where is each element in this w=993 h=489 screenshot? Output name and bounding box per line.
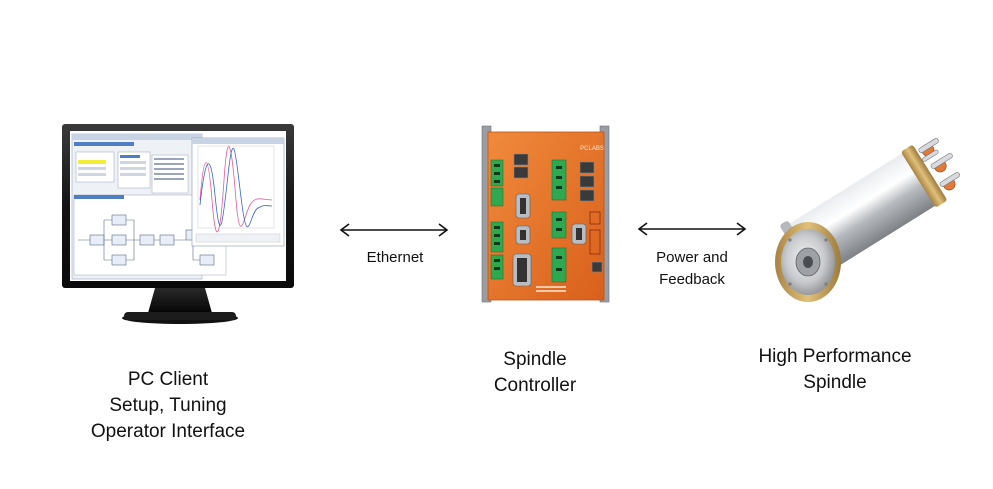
node-label-pc-client: PC Client Setup, Tuning Operator Interfa… — [58, 367, 278, 445]
node-label-line: Operator Interface — [90, 421, 246, 442]
edge-label-line: Power and — [656, 249, 728, 266]
edge-label-line: Feedback — [659, 271, 725, 288]
spindle-icon — [775, 138, 961, 302]
arrow-power-feedback — [637, 222, 747, 236]
node-label-line: Controller — [493, 375, 577, 396]
screen-content — [71, 133, 285, 280]
edge-label-power-feedback: Power and Feedback — [637, 247, 747, 291]
node-label-line: Spindle — [503, 349, 567, 370]
node-label-line: High Performance — [758, 346, 912, 367]
node-label-spindle-controller: Spindle Controller — [445, 347, 625, 399]
controller-icon: PCLABS — [481, 125, 610, 303]
edge-label-ethernet: Ethernet — [345, 247, 445, 269]
node-label-line: Setup, Tuning — [109, 395, 227, 416]
node-label-line: Spindle — [803, 372, 867, 393]
controller-brand: PCLABS — [580, 146, 604, 152]
arrow-ethernet — [339, 223, 449, 237]
node-label-high-performance-spindle: High Performance Spindle — [735, 344, 935, 396]
node-label-line: PC Client — [127, 369, 209, 390]
edge-label-line: Ethernet — [366, 249, 424, 266]
